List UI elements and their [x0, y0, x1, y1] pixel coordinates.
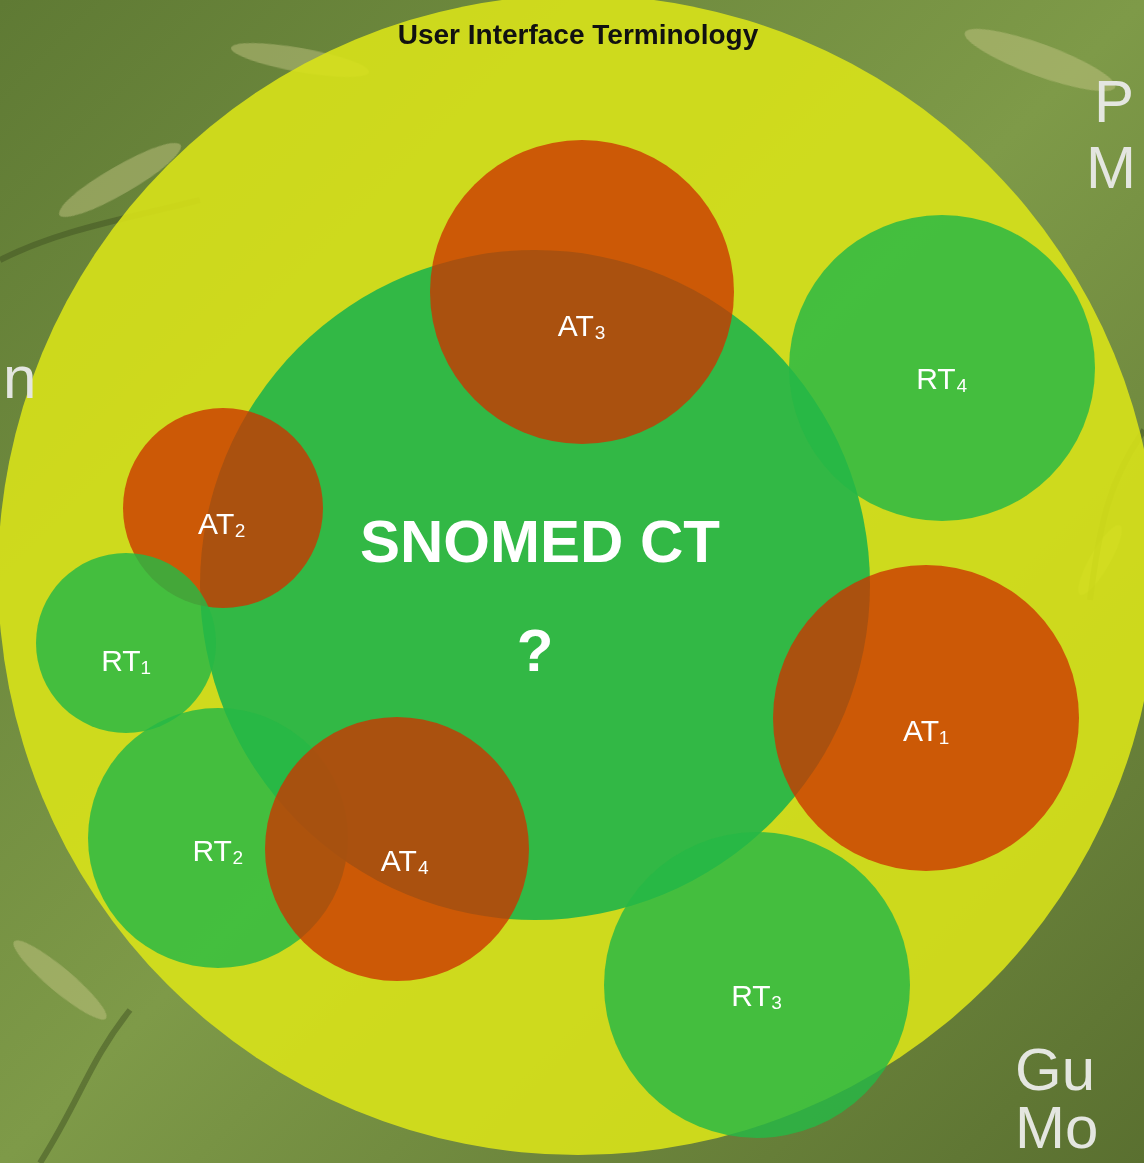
background-text-fragment: Mo	[1015, 1098, 1098, 1158]
circle-label: AT₃	[558, 309, 606, 342]
circle-label: RT₂	[192, 834, 243, 867]
circle-title: User Interface Terminology	[398, 20, 758, 51]
circle-label: RT₄	[916, 362, 968, 395]
question-mark: ?	[517, 618, 554, 684]
circle-shape	[430, 140, 734, 444]
rt-circle: RT₄	[789, 215, 1095, 521]
at-circle: AT₃	[430, 140, 734, 444]
circle-label: RT₃	[731, 979, 783, 1012]
background-text-fragment: P	[1094, 72, 1134, 132]
background-text-fragment: Gu	[1015, 1040, 1095, 1100]
at-circle: AT₁	[773, 565, 1079, 871]
at-circle: AT₄	[265, 717, 529, 981]
circle-label: RT₁	[101, 644, 151, 677]
circle-label: AT₂	[198, 507, 246, 540]
rt-circle: RT₃	[604, 832, 910, 1138]
circle-label: AT₄	[381, 844, 429, 877]
circle-shape	[36, 553, 216, 733]
background-text-fragment: M	[1086, 138, 1136, 198]
background-text-fragment: n	[3, 348, 36, 408]
rt-circle: RT₁	[36, 553, 216, 733]
circle-label: AT₁	[903, 714, 949, 747]
circle-label: SNOMED CT	[360, 509, 720, 575]
